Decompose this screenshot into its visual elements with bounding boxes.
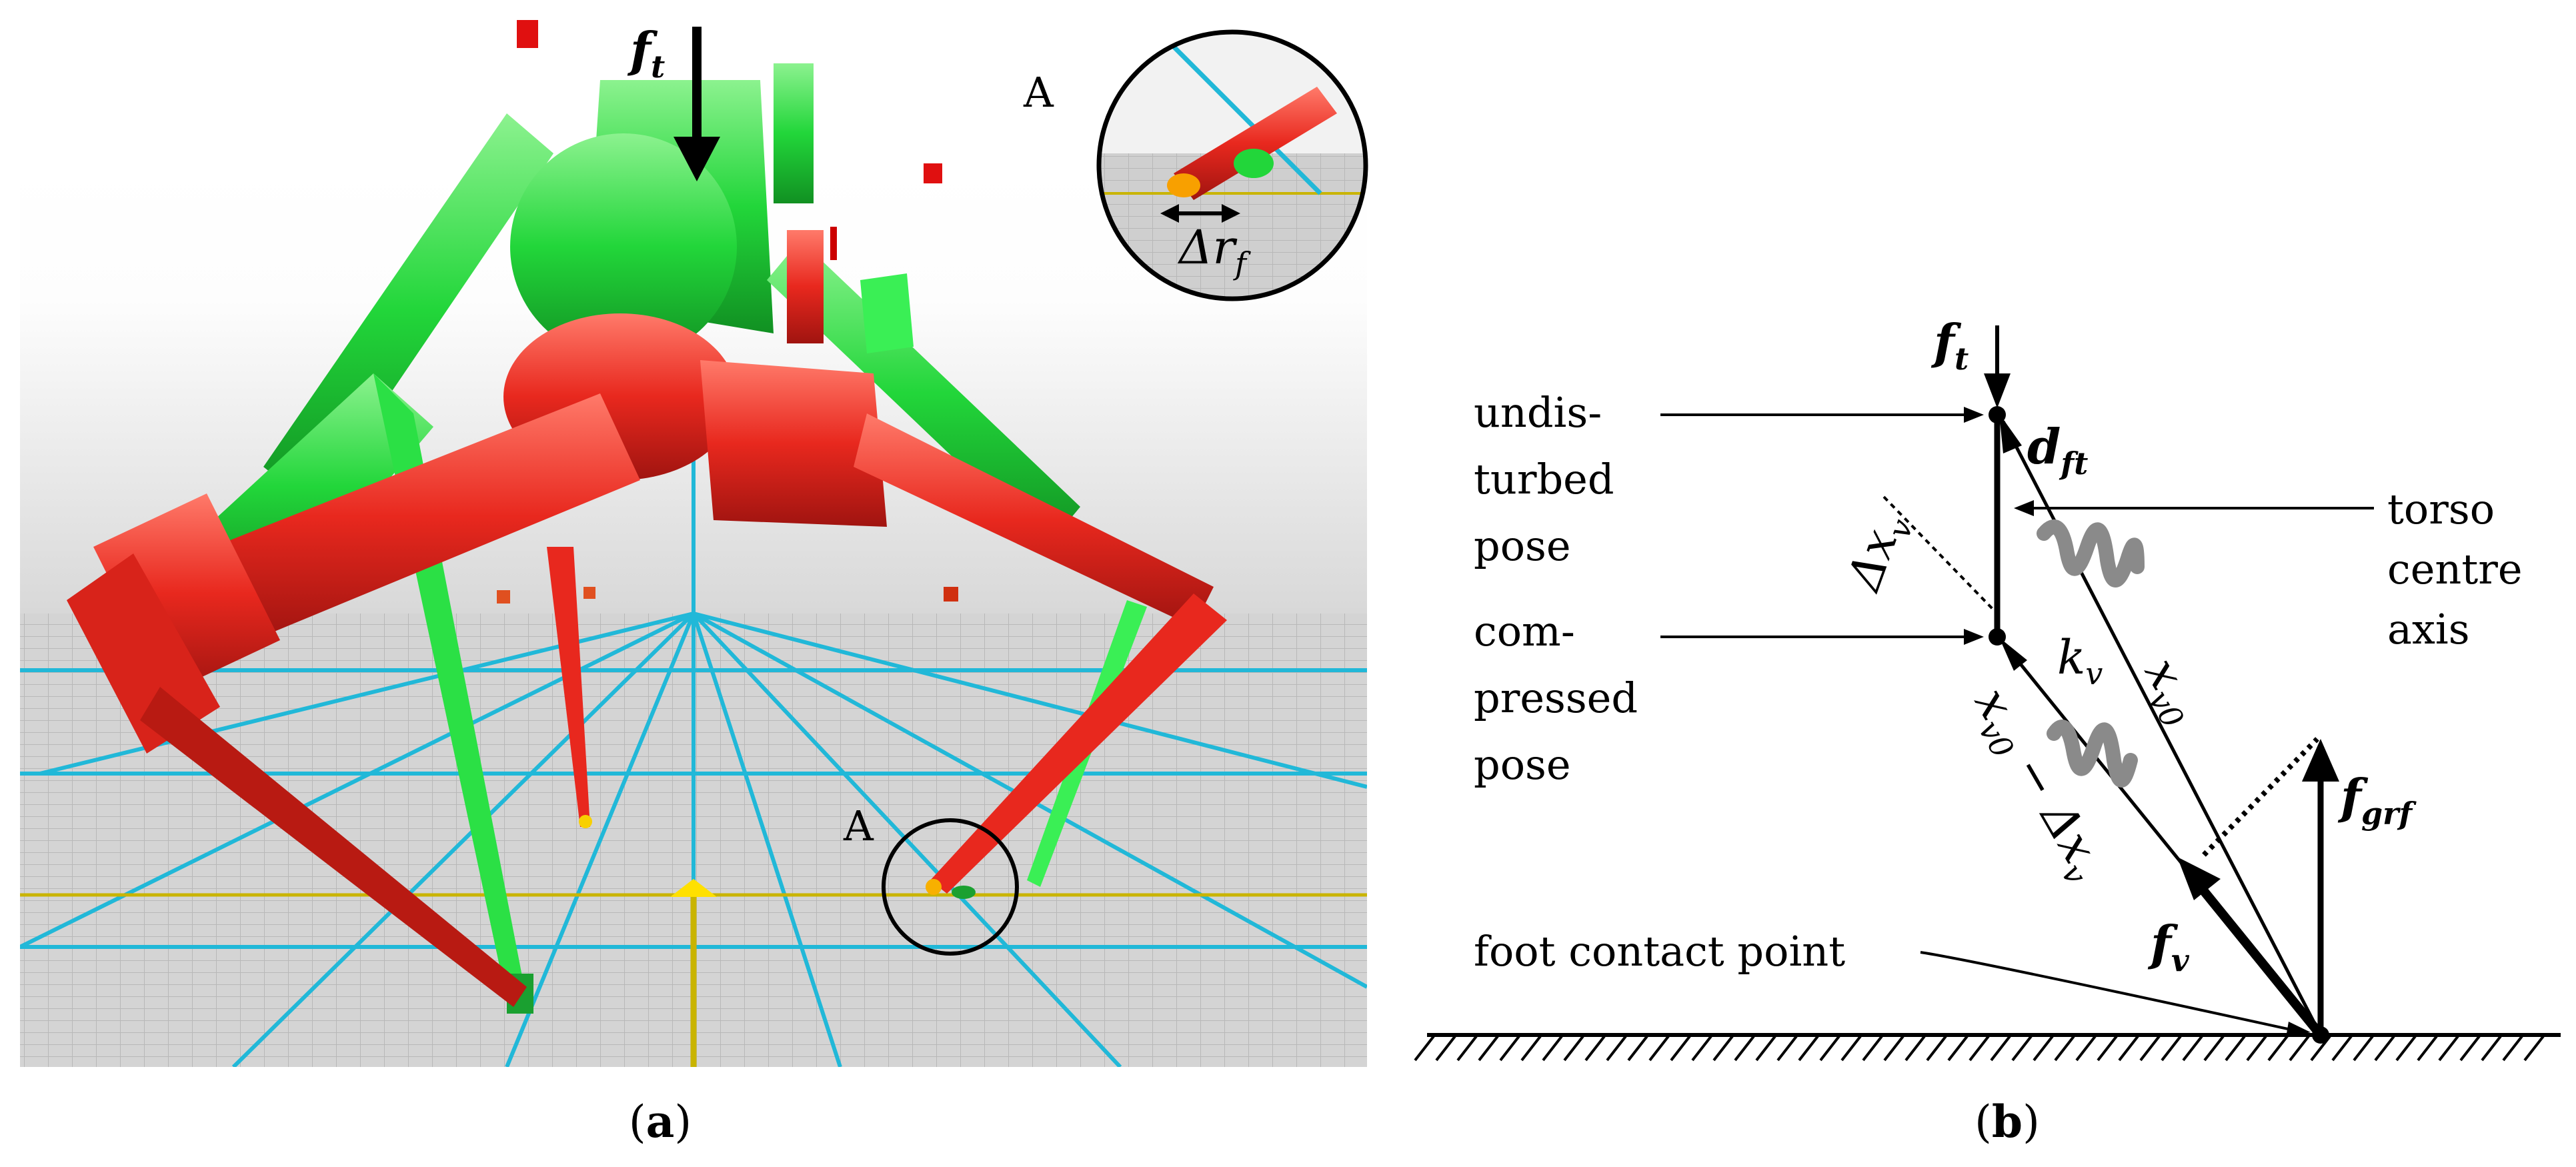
panel-b-schematic: ft — [1414, 313, 2561, 1062]
ground-hatch — [2459, 1035, 2481, 1062]
ground-hatch — [1840, 1035, 1862, 1062]
label-k-v: kv — [2057, 630, 2103, 692]
label-pointers — [1660, 407, 2374, 1038]
ground-hatch — [2502, 1035, 2523, 1062]
floating-marker-4 — [583, 587, 595, 599]
ground-hatch — [1734, 1035, 1755, 1062]
force-arrow-top — [674, 27, 720, 181]
ground-hatch — [1435, 1035, 1456, 1062]
ground-hatch — [1542, 1035, 1563, 1062]
ground-hatch — [1478, 1035, 1499, 1062]
force-arrow-fgrf — [2302, 739, 2339, 1035]
ground-hatch — [1648, 1035, 1670, 1062]
ground-hatch — [1926, 1035, 1947, 1062]
ground-hatch — [1883, 1035, 1904, 1062]
inset-delta-label: Δrf — [1177, 220, 1251, 281]
ground-hatch — [1712, 1035, 1734, 1062]
ground-hatch — [2417, 1035, 2438, 1062]
projection-dotted — [2202, 737, 2319, 857]
axis-marker — [670, 879, 717, 897]
label-f-grf: fgrf — [2337, 768, 2417, 832]
callout-label: A — [843, 802, 874, 850]
robot-green-undisturbed — [207, 63, 1147, 1014]
ground-hatch — [2203, 1035, 2225, 1062]
inset-delta-arrow — [1160, 204, 1240, 223]
floating-marker-5 — [944, 587, 958, 602]
ground-hatch — [2331, 1035, 2353, 1062]
ground-hatch — [2161, 1035, 2182, 1062]
label-foot-contact: foot contact point — [1474, 927, 1845, 976]
ground-hatch — [2097, 1035, 2118, 1062]
ground-hatch — [2139, 1035, 2161, 1062]
ground-hatch — [2182, 1035, 2203, 1062]
ground-hatch — [1627, 1035, 1648, 1062]
ground-hatch — [1414, 1035, 1435, 1062]
ground-hatch — [1819, 1035, 1840, 1062]
ground-hatch — [2438, 1035, 2459, 1062]
ground-hatch — [1499, 1035, 1520, 1062]
label-f-v: fv — [2147, 915, 2190, 978]
ground-hatch — [1776, 1035, 1798, 1062]
caption-panel-a: (a) — [629, 1096, 692, 1148]
ground-hatch — [2054, 1035, 2075, 1062]
ground-hatch — [2395, 1035, 2417, 1062]
ground-hatch — [1969, 1035, 1990, 1062]
floating-marker-1 — [517, 20, 538, 48]
ground-hatch — [2374, 1035, 2395, 1062]
inset-label: A — [1023, 68, 1054, 117]
label-x-v0-minus-delta: xv0 − Δxv — [1959, 679, 2117, 891]
arrowhead-compressed — [1999, 638, 2027, 671]
ground-hatch — [1862, 1035, 1883, 1062]
ground-hatch — [2523, 1035, 2545, 1062]
ground-hatch — [1606, 1035, 1627, 1062]
force-label-top: ft — [627, 21, 665, 85]
callout-circle — [882, 818, 1019, 956]
floating-marker-2 — [924, 163, 942, 183]
ground-hatch — [1755, 1035, 1776, 1062]
ground-hatch — [2011, 1035, 2033, 1062]
caption-panel-b: (b) — [1975, 1096, 2040, 1148]
ground-hatch — [1990, 1035, 2011, 1062]
spring-lower — [2047, 720, 2138, 788]
ground-hatch — [1584, 1035, 1606, 1062]
ground-hatch — [1691, 1035, 1712, 1062]
robot-red-compressed — [67, 227, 1227, 1007]
ground-hatch — [1456, 1035, 1478, 1062]
delta-x-dotted — [1882, 495, 1995, 612]
ground-hatch — [2267, 1035, 2289, 1062]
force-arrow-fv — [2177, 857, 2325, 1038]
arrowhead-d-ft — [1999, 413, 2022, 453]
ground-hatch — [1798, 1035, 1819, 1062]
ground-hatch — [1670, 1035, 1691, 1062]
ground-hatch — [2033, 1035, 2054, 1062]
ground-hatch — [2225, 1035, 2246, 1062]
ground-hatch — [2075, 1035, 2097, 1062]
label-torso-axis: torso centre axis — [2387, 485, 2535, 654]
ground-line — [1414, 1033, 2561, 1062]
ground-hatch — [2246, 1035, 2267, 1062]
ground-hatch — [1904, 1035, 1926, 1062]
inset-border — [1096, 29, 1368, 301]
ground-hatch — [2353, 1035, 2374, 1062]
ground-hatch — [1947, 1035, 1969, 1062]
ground-hatch — [2481, 1035, 2502, 1062]
label-d-ft: dft — [2027, 418, 2088, 481]
ground-hatch — [2289, 1035, 2310, 1062]
label-compressed: com- pressed pose — [1474, 607, 1651, 789]
ground-hatch — [1520, 1035, 1542, 1062]
ground-hatch — [1563, 1035, 1584, 1062]
floating-marker-3 — [497, 590, 510, 604]
label-undisturbed: undis- turbed pose — [1474, 388, 1627, 570]
force-label-top-b: ft — [1930, 313, 1969, 377]
ground-hatch — [2118, 1035, 2139, 1062]
force-arrow-top-b — [1984, 325, 2011, 408]
spring-upper — [2037, 519, 2145, 588]
